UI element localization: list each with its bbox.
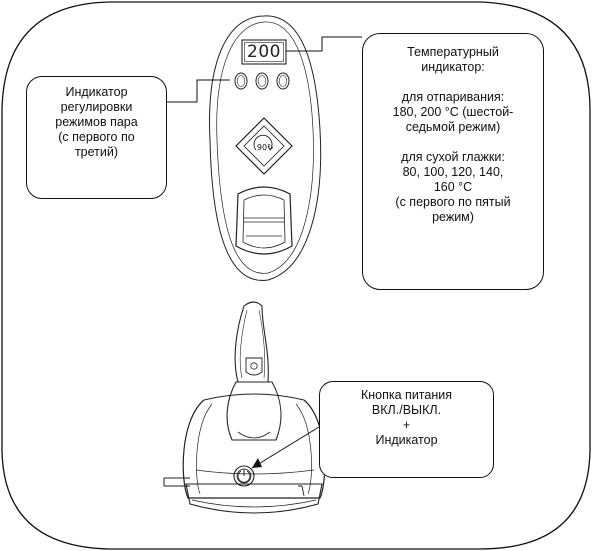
- steam-indicator-1: [234, 72, 248, 90]
- callout-line: регулировки: [60, 100, 133, 114]
- power-cable: [163, 477, 190, 487]
- callout-line: для сухой глажки:: [401, 150, 505, 164]
- panel-outline: [209, 15, 322, 281]
- steam-indicator-callout: Индикатор регулировки режимов пара (с пе…: [26, 76, 167, 199]
- steamer-base: [182, 399, 326, 499]
- power-button: [233, 465, 255, 487]
- power-arrowhead: [252, 458, 262, 468]
- callout-line: (с первого по пятый: [395, 195, 511, 209]
- steam-indicator-2: [255, 72, 269, 90]
- callout-line: 80, 100, 120, 140,: [402, 165, 504, 179]
- callout-line: 160 °C: [433, 180, 473, 194]
- mode-button: [235, 117, 293, 175]
- callout-title-line: Температурный: [407, 45, 499, 59]
- callout-line: Индикатор: [65, 85, 128, 99]
- callout-line: ВКЛ./ВЫКЛ.: [371, 403, 442, 417]
- display-readout: 200: [247, 42, 281, 62]
- callout-line: 180, 200 °C (шестой-: [392, 105, 514, 119]
- temperature-indicator-callout: Температурный индикатор: для отпаривания…: [362, 33, 544, 290]
- callout-line: Индикатор: [375, 433, 438, 447]
- callout-line: Кнопка питания: [360, 388, 452, 402]
- power-icon: [237, 469, 251, 483]
- steamer-handle: [234, 301, 269, 383]
- callout-line: +: [402, 418, 411, 432]
- callout-title-line: индикатор:: [421, 60, 485, 74]
- mode-button-angle-label: 90°: [256, 143, 272, 152]
- temp-leader-line: [286, 36, 362, 52]
- callout-line: режимов пара: [55, 115, 138, 129]
- steam-mode-indicators: [234, 72, 290, 90]
- steamer-illustration: [163, 301, 326, 514]
- temperature-display: [241, 39, 287, 65]
- panel-inner-outline: [216, 21, 314, 274]
- callout-line: режим): [432, 210, 474, 224]
- power-leader-line: [251, 426, 320, 469]
- callout-line: для отпаривания:: [401, 90, 505, 104]
- callout-line: седьмой режим): [405, 120, 501, 134]
- leader-lines: [167, 36, 362, 469]
- callout-line: (с первого по: [58, 130, 135, 144]
- control-panel: [209, 15, 322, 281]
- steam-trigger: [235, 186, 293, 255]
- steam-indicator-3: [276, 72, 290, 90]
- rotate-icon: [253, 134, 273, 151]
- callout-line: третий): [74, 145, 119, 159]
- power-button-callout: Кнопка питания ВКЛ./ВЫКЛ. + Индикатор: [319, 381, 494, 478]
- lock-button: [245, 357, 263, 376]
- steam-leader-line: [167, 79, 230, 103]
